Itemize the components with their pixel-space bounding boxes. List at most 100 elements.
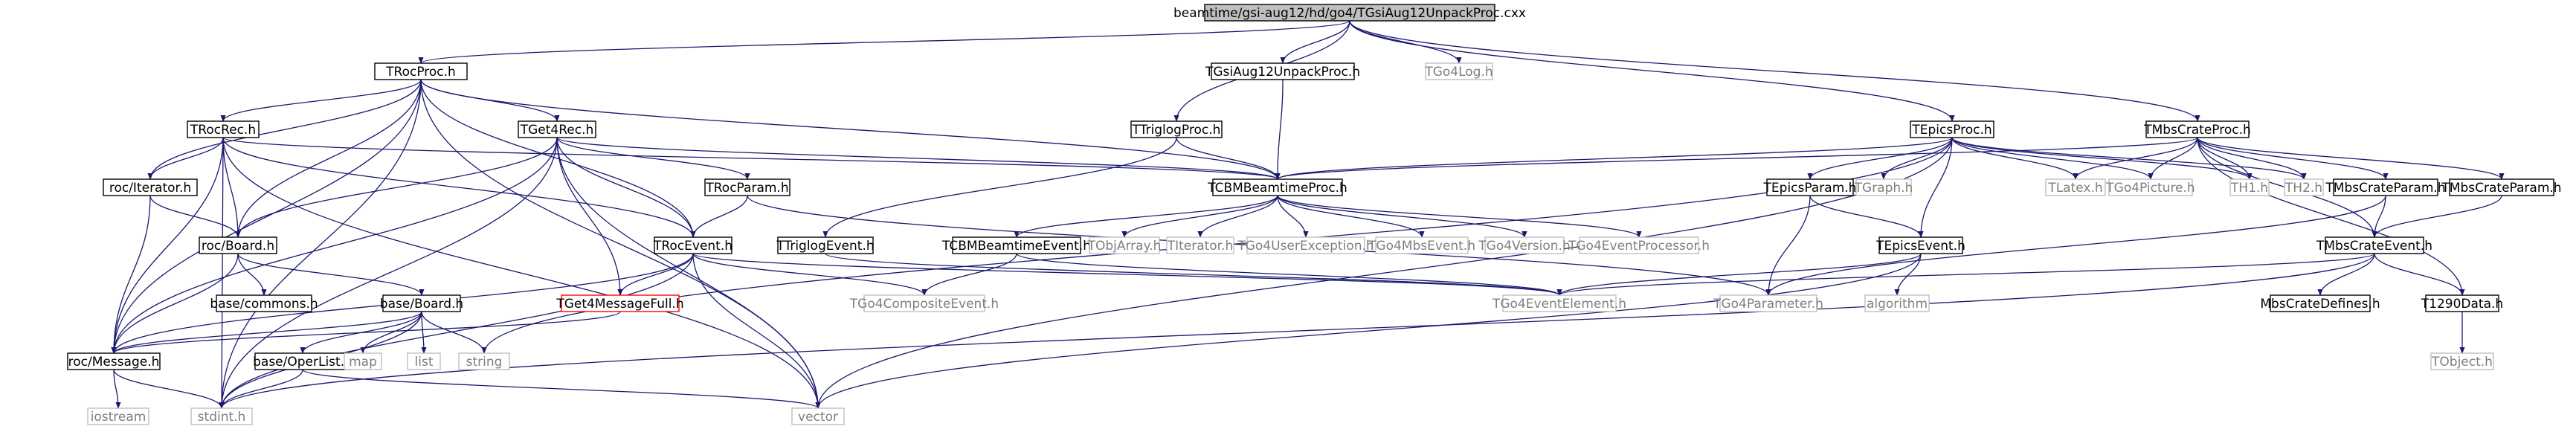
- node-root: beamtime/gsi-aug12/hd/go4/TGsiAug12Unpac…: [1173, 4, 1526, 22]
- node-TGet4Rec[interactable]: TGet4Rec.h: [518, 120, 596, 138]
- node-algorithm: algorithm: [1864, 294, 1930, 312]
- node-box-TEpicsProc: [1910, 120, 1994, 138]
- node-label-TGo4CompositeEvent: TGo4CompositeEvent.h: [849, 297, 999, 312]
- node-box-TObjArray: [1089, 236, 1160, 254]
- edge-TRocEvent-to-vector: [692, 253, 821, 409]
- node-TRocParam[interactable]: TRocParam.h: [704, 178, 790, 196]
- edge-baseOperList-to-stdint: [219, 369, 303, 409]
- node-label-TMbsCrateEvent: TMbsCrateEvent.h: [2316, 239, 2432, 254]
- node-TCBMBeamtimeEvent[interactable]: TCBMBeamtimeEvent.h: [941, 236, 1091, 254]
- node-label-TTriglogEvent: TTriglogEvent.h: [776, 239, 874, 254]
- node-vector: vector: [791, 407, 845, 425]
- node-box-baseBoard: [382, 294, 461, 312]
- edge-TGet4Rec-to-vector: [556, 137, 821, 409]
- node-TH1: TH1.h: [2229, 178, 2270, 196]
- node-TMbsCrateParam[interactable]: TMbsCrateParam.h: [2325, 178, 2446, 196]
- node-rocMessage[interactable]: roc/Message.h: [67, 352, 161, 370]
- edge-TEpicsProc-to-TEpicsParam: [1807, 137, 1953, 180]
- edge-TMbsCrateProc-to-TCBMBeamtimeProc: [1275, 137, 2198, 180]
- node-rocBoard[interactable]: roc/Board.h: [199, 236, 277, 254]
- node-box-TMbsCrateEvent: [2325, 236, 2424, 254]
- node-label-map: map: [349, 355, 377, 370]
- node-box-TEpicsEvent: [1878, 236, 1963, 254]
- node-label-TGo4Picture: TGo4Picture.h: [2105, 181, 2195, 196]
- node-TObjArray: TObjArray.h: [1087, 236, 1161, 254]
- edge-rocBoard-to-baseBoard: [237, 253, 425, 296]
- node-TMbsCrateProc[interactable]: TMbsCrateProc.h: [2143, 120, 2251, 138]
- node-box-MbsCrateDefines: [2270, 294, 2371, 312]
- node-TTriglogProc[interactable]: TTriglogProc.h: [1130, 120, 1223, 138]
- node-label-rocBoard: roc/Board.h: [202, 239, 274, 254]
- node-TEpicsEvent[interactable]: TEpicsEvent.h: [1875, 236, 1965, 254]
- node-box-TGraph: [1855, 178, 1912, 196]
- edge-TMbsCrateParam2-to-TMbsCrateEvent: [2371, 195, 2502, 238]
- node-MbsCrateDefines[interactable]: MbsCrateDefines.h: [2260, 294, 2380, 312]
- edge-rocBoard-to-rocMessage: [111, 253, 239, 354]
- edge-TRocProc-to-TRocEvent: [420, 79, 696, 238]
- node-TRocEvent[interactable]: TRocEvent.h: [653, 236, 732, 254]
- node-box-TTriglogEvent: [777, 236, 874, 254]
- node-map: map: [344, 352, 382, 370]
- edge-TEpicsEvent-to-TGo4EventElement: [1556, 253, 1922, 296]
- node-TMbsCrateEvent[interactable]: TMbsCrateEvent.h: [2316, 236, 2432, 254]
- edge-TCBMBeamtimeProc-to-TObjArray: [1121, 195, 1278, 238]
- node-TGo4Version: TGo4Version.h: [1478, 236, 1571, 254]
- node-label-TGet4MessageFull: TGet4MessageFull.h: [556, 297, 683, 312]
- edge-TTriglogEvent-to-TGo4EventElement: [825, 253, 1562, 296]
- node-rocIterator[interactable]: roc/Iterator.h: [103, 178, 198, 196]
- node-TRocRec[interactable]: TRocRec.h: [187, 120, 260, 138]
- node-label-TIterator: TIterator.h: [1167, 239, 1234, 254]
- node-baseBoard[interactable]: base/Board.h: [380, 294, 463, 312]
- node-baseOperList[interactable]: base/OperList.h: [253, 352, 352, 370]
- node-TRocProc[interactable]: TRocProc.h: [374, 62, 468, 80]
- node-label-TEpicsProc: TEpicsProc.h: [1911, 123, 1991, 138]
- node-TGo4Log: TGo4Log.h: [1424, 62, 1493, 80]
- node-TIterator: TIterator.h: [1166, 236, 1234, 254]
- edge-TRocRec-to-vector: [222, 137, 821, 409]
- node-box-TEpicsParam: [1766, 178, 1854, 196]
- node-box-TGet4Rec: [518, 120, 596, 138]
- node-T1290Data[interactable]: T1290Data.h: [2421, 294, 2503, 312]
- node-label-TGo4Log: TGo4Log.h: [1424, 65, 1493, 80]
- edge-TRocProc-to-TCBMBeamtimeProc: [420, 79, 1281, 180]
- edge-TEpicsProc-to-TH2: [1951, 137, 2307, 180]
- node-box-TRocParam: [704, 178, 790, 196]
- edge-TGet4Rec-to-stdint: [219, 137, 558, 409]
- node-label-TH1: TH1.h: [2230, 181, 2268, 196]
- node-box-TIterator: [1166, 236, 1234, 254]
- node-string: string: [458, 352, 510, 370]
- node-TMbsCrateParam2[interactable]: TMbsCrateParam.h: [2441, 178, 2562, 196]
- node-baseCommons[interactable]: base/commons.h: [210, 294, 318, 312]
- node-box-baseCommons: [216, 294, 312, 312]
- node-label-TGo4MbsEvent: TGo4MbsEvent.h: [1368, 239, 1475, 254]
- node-box-TLatex: [2045, 178, 2106, 196]
- node-TCBMBeamtimeProc[interactable]: TCBMBeamtimeProc.h: [1207, 178, 1347, 196]
- edge-baseOperList-to-vector: [302, 369, 821, 409]
- node-TGo4UserException: TGo4UserException.h: [1237, 236, 1374, 254]
- node-label-rocMessage: roc/Message.h: [68, 355, 160, 370]
- node-box-TObject: [2430, 352, 2494, 370]
- node-TGsiAug12UnpackProc[interactable]: TGsiAug12UnpackProc.h: [1205, 62, 1360, 80]
- edge-baseBoard-to-rocMessage: [111, 311, 422, 354]
- node-TEpicsProc[interactable]: TEpicsProc.h: [1910, 120, 1994, 138]
- node-box-TRocProc: [374, 62, 468, 80]
- node-label-root: beamtime/gsi-aug12/hd/go4/TGsiAug12Unpac…: [1173, 6, 1526, 21]
- node-box-string: [458, 352, 510, 370]
- node-TGet4MessageFull[interactable]: TGet4MessageFull.h: [556, 294, 684, 312]
- node-TEpicsParam[interactable]: TEpicsParam.h: [1763, 178, 1857, 196]
- edge-rocIterator-to-rocBoard: [149, 195, 241, 238]
- edge-TMbsCrateEvent-to-T1290Data: [2374, 253, 2465, 296]
- edge-TTriglogProc-to-TTriglogEvent: [822, 137, 1177, 238]
- node-label-TMbsCrateParam2: TMbsCrateParam.h: [2441, 181, 2561, 196]
- node-label-T1290Data: T1290Data.h: [2421, 297, 2503, 312]
- node-label-list: list: [415, 355, 434, 370]
- edge-TGet4Rec-to-rocMessage: [111, 137, 558, 354]
- node-label-TGraph: TGraph.h: [1854, 181, 1913, 196]
- edge-rocIterator-to-rocMessage: [111, 195, 151, 354]
- edge-TRocEvent-to-TGo4EventElement: [692, 253, 1562, 296]
- node-TTriglogEvent[interactable]: TTriglogEvent.h: [776, 236, 875, 254]
- node-label-TTriglogProc: TTriglogProc.h: [1132, 123, 1221, 138]
- edge-TRocRec-to-stdint: [219, 137, 225, 409]
- edge-TEpicsProc-to-TLatex: [1951, 137, 2078, 180]
